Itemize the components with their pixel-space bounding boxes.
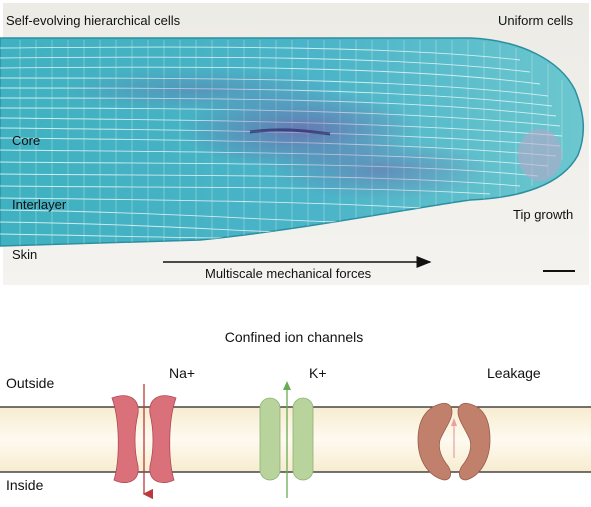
label-core: Core	[12, 133, 40, 148]
label-outside: Outside	[6, 375, 54, 391]
ion-channels-title: Confined ion channels	[225, 329, 364, 345]
label-mechanical-forces: Multiscale mechanical forces	[205, 266, 372, 281]
potassium-channel	[259, 381, 314, 498]
label-tip-growth: Tip growth	[513, 207, 573, 222]
label-potassium: K+	[309, 365, 327, 381]
label-interlayer: Interlayer	[12, 197, 67, 212]
label-skin: Skin	[12, 247, 37, 262]
label-leakage: Leakage	[487, 365, 541, 381]
leakage-channel	[417, 402, 491, 481]
label-sodium: Na+	[169, 365, 195, 381]
label-uniform-cells: Uniform cells	[498, 13, 574, 28]
label-self-evolving: Self-evolving hierarchical cells	[6, 13, 181, 28]
label-inside: Inside	[6, 477, 44, 493]
sodium-channel	[111, 384, 177, 500]
root-tissue	[0, 37, 585, 247]
